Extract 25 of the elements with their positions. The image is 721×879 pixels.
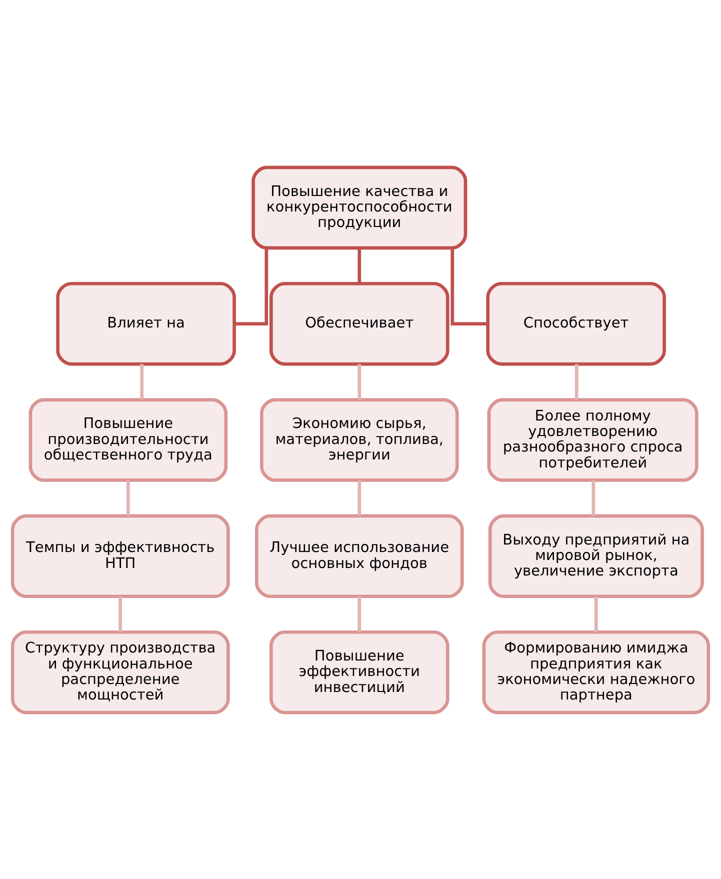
connector xyxy=(358,596,362,632)
node-box: Экономию сырья, материалов, топлива, энергии xyxy=(260,398,459,482)
connector xyxy=(450,247,488,326)
connector xyxy=(358,480,362,516)
connector xyxy=(126,480,130,516)
node-box: Повышение производительности общественного труда xyxy=(28,398,228,482)
node-box: Темпы и эффективность НТП xyxy=(10,514,230,598)
node-box: Формированию имиджа предприятия как экономически надежного партнера xyxy=(482,630,710,714)
connector xyxy=(118,596,122,632)
connector xyxy=(592,480,596,516)
connector xyxy=(594,596,598,632)
connector xyxy=(358,364,362,400)
node-box: Лучшее использование основных фондов xyxy=(254,514,464,598)
node-box: Повышение эффективности инвестиций xyxy=(269,630,450,714)
node-box: Структуру производства и функциональное распределение мощностей xyxy=(10,630,230,714)
node-box: Более полному удовлетворению разнообразного спроса потребителей xyxy=(487,398,698,482)
node-box: Влияет на xyxy=(56,281,236,366)
connector xyxy=(358,247,362,284)
node-box: Повышение качества и конкурентоспособности продукции xyxy=(252,165,468,250)
connector xyxy=(574,364,578,400)
node-box: Способствует xyxy=(486,281,666,366)
node-box: Обеспечивает xyxy=(269,281,450,366)
connector xyxy=(140,364,144,400)
connector xyxy=(234,247,268,326)
node-box: Выходу предприятий на мировой рынок, увеличение экспорта xyxy=(488,514,704,598)
